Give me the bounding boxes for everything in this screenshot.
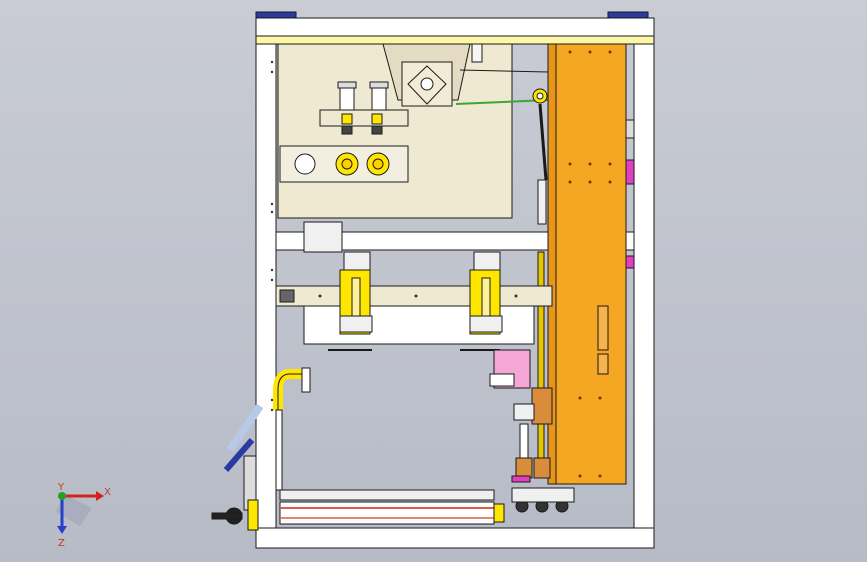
upper-panel [277,43,513,219]
lever-arm [226,403,264,453]
eye-bolt [532,88,548,181]
y-axis-dot [58,492,66,500]
orange-side-plate [547,43,635,485]
bottom-beam [255,527,655,549]
top-beam-yellow [255,35,655,45]
left-post [255,17,277,549]
slide-module-right [460,251,503,351]
middle-beam [275,231,635,251]
top-left-pad [255,11,297,19]
pressure-gauges [319,81,409,135]
top-right-pad [607,11,649,19]
right-post [633,17,655,549]
top-beam [255,17,655,37]
handwheel-icon [211,507,243,525]
hopper-diamond [407,65,447,105]
x-axis-arrowhead [96,491,104,501]
machine-frame [255,11,655,549]
y-axis-label: Y [57,482,65,493]
slide-module-left [328,251,373,351]
left-accessories [211,367,311,531]
cylinder-assembly [511,387,575,513]
pink-block [489,349,531,389]
post-bolts [270,60,274,412]
button-hole-1 [294,153,316,175]
bottom-tray [279,489,505,525]
orientation-triad: X Y Z [56,482,111,549]
yellow-rod [537,251,545,463]
x-axis-label: X [104,487,111,498]
z-axis-arrowhead [57,526,67,534]
green-wire [455,99,549,105]
magenta-clip [625,159,635,185]
plate-slot [597,305,609,351]
triad-base [56,494,92,526]
linear-rail [275,285,553,345]
z-axis-label: Z [58,538,65,549]
